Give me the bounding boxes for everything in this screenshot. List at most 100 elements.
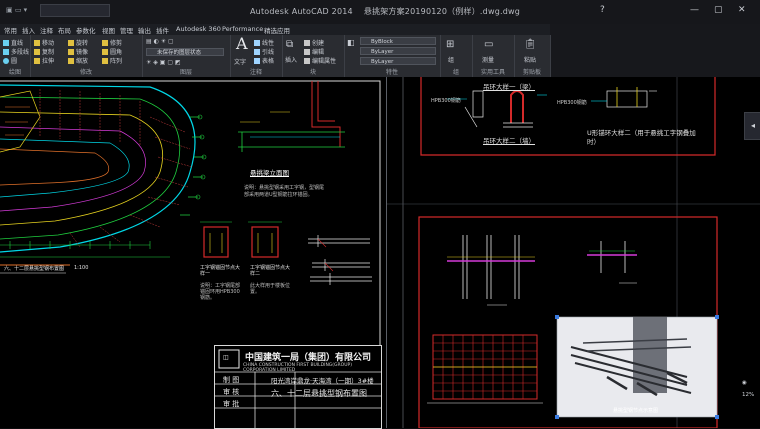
layer-properties-icon[interactable]: ▤ ◐ ☀ ▢ xyxy=(146,38,174,45)
text-icon[interactable]: A xyxy=(236,34,248,53)
table-icon xyxy=(254,58,260,64)
ribbon-group-label: 特性 xyxy=(385,69,398,76)
stretch-button[interactable]: 拉伸 xyxy=(34,56,54,65)
ribbon-tabs: 常用 插入 注释 布局 参数化 视图 管理 输出 插件 Autodesk 360… xyxy=(0,24,760,35)
measure-button[interactable]: 测量 xyxy=(482,57,495,64)
paste-button[interactable]: 粘贴 xyxy=(524,57,537,64)
circle-button[interactable]: 圆 xyxy=(3,56,17,65)
title-bar: ▣ ▭ ▾ Autodesk AutoCAD 2014 悬挑架方案2019012… xyxy=(0,0,760,24)
layer-state-dropdown[interactable]: 未保存的图层状态 xyxy=(146,48,224,56)
quick-access-icon[interactable]: ▣ ▭ ▾ xyxy=(6,6,28,14)
copy-button[interactable]: 复制 xyxy=(34,47,54,56)
circle-icon xyxy=(3,58,9,64)
ribbon-group-block: ⧉ 插入 创建 编辑 编辑属性 块 xyxy=(282,35,345,77)
detail-2-title: 工字钢锚固节点大样二 xyxy=(250,265,291,277)
insert-block-icon[interactable]: ⧉ xyxy=(286,39,294,50)
table-button[interactable]: 表格 xyxy=(254,56,274,65)
scale-button[interactable]: 缩放 xyxy=(68,56,88,65)
ribbon-group-annotation: A 文字 线性 引线 表格 注释 xyxy=(230,34,283,77)
stretch-icon xyxy=(34,58,40,64)
floor-plan xyxy=(0,84,207,266)
help-icon[interactable]: ? xyxy=(600,5,605,15)
rotate-button[interactable]: 旋转 xyxy=(68,38,88,47)
tab-autodesk-360[interactable]: Autodesk 360 xyxy=(176,25,221,33)
layer-tools-icon[interactable]: ☀ ◈ ▣ ▢ ◩ xyxy=(146,59,181,66)
edit-block-button[interactable]: 编辑 xyxy=(304,47,324,56)
tab-home[interactable]: 常用 xyxy=(4,27,17,35)
leader-button[interactable]: 引线 xyxy=(254,47,274,56)
measure-icon[interactable]: ▭ xyxy=(484,39,494,50)
fillet-button[interactable]: 圆角 xyxy=(102,47,122,56)
create-block-button[interactable]: 创建 xyxy=(304,38,324,47)
array-button[interactable]: 阵列 xyxy=(102,56,122,65)
row-label-approver: 审 批 xyxy=(223,400,240,408)
ribbon-group-label: 修改 xyxy=(79,69,92,76)
tab-plugins[interactable]: 插件 xyxy=(156,27,169,35)
minimize-icon[interactable]: — xyxy=(690,5,699,15)
beam-grid-plan xyxy=(427,334,543,404)
trim-icon xyxy=(102,40,108,46)
tab-annotate[interactable]: 注释 xyxy=(40,27,53,35)
color-dropdown[interactable]: ByBlock xyxy=(360,37,436,45)
group-button[interactable]: 组 xyxy=(448,57,455,64)
detail-a-title: 吊环大样一（梁） xyxy=(483,83,535,91)
section-note: 说明：悬挑型钢采用工字钢，型钢尾部采用两道U型钢筋拉环锚固。 xyxy=(244,185,325,198)
line-button[interactable]: 直线 xyxy=(3,38,23,47)
scaffold-elevation xyxy=(447,235,535,306)
anchor-detail-1 xyxy=(200,221,232,258)
render-view[interactable] xyxy=(555,315,719,419)
sheet-border xyxy=(0,80,381,428)
connection-detail xyxy=(587,241,637,284)
plan-scale: 1:100 xyxy=(74,265,89,271)
tab-manage[interactable]: 管理 xyxy=(120,27,133,35)
tab-output[interactable]: 输出 xyxy=(138,27,151,35)
move-icon xyxy=(34,40,40,46)
polyline-button[interactable]: 多段线 xyxy=(3,47,29,56)
drawing-viewport-right[interactable]: 吊环大样一（梁） 吊环大样二（墙） U形锚环大样二（用于悬挑工字钢叠加时） HP… xyxy=(386,77,760,428)
tab-layout[interactable]: 布局 xyxy=(58,27,71,35)
company-name-cn: 中国建筑一局（集团）有限公司 xyxy=(245,353,372,363)
lifting-ring-detail-wall xyxy=(503,90,547,128)
tab-performance[interactable]: Performance xyxy=(222,25,264,33)
linetype-dropdown[interactable]: ByLayer xyxy=(360,47,436,55)
match-properties-icon[interactable]: ◧ xyxy=(347,38,355,47)
section-title: 悬挑梁立面图 xyxy=(250,169,289,177)
detail-frame-top xyxy=(420,77,716,156)
tab-featured-apps[interactable]: 精选应用 xyxy=(264,27,290,35)
tab-insert[interactable]: 插入 xyxy=(22,27,35,35)
ribbon-group-utilities: ▭ 测量 实用工具 xyxy=(472,35,515,77)
ribbon-group-label: 实用工具 xyxy=(480,69,505,76)
row-label-drafter: 制 图 xyxy=(223,376,240,384)
ribbon-group-properties: ◧ ByBlock ByLayer ByLayer 特性 xyxy=(344,35,441,77)
polyline-icon xyxy=(3,49,9,55)
maximize-icon[interactable]: ▢ xyxy=(714,5,723,15)
tab-parametric[interactable]: 参数化 xyxy=(76,27,96,35)
drawing-viewport-left[interactable]: 六、十二层悬挑型钢布置图 1:100 悬挑梁立面图 说明：悬挑型钢采用工字钢，型… xyxy=(0,77,386,429)
scale-icon xyxy=(68,58,74,64)
edit-attributes-button[interactable]: 编辑属性 xyxy=(304,56,336,65)
tab-view[interactable]: 视图 xyxy=(102,27,115,35)
viewcube-icon[interactable]: ◂ xyxy=(744,112,760,140)
render-caption: 悬挑型钢节点示意图 xyxy=(613,408,659,414)
move-button[interactable]: 移动 xyxy=(34,38,54,47)
search-input[interactable] xyxy=(40,4,110,17)
title-block-grid xyxy=(215,349,381,428)
lineweight-dropdown[interactable]: ByLayer xyxy=(360,57,436,65)
mirror-button[interactable]: 镜像 xyxy=(68,47,88,56)
close-icon[interactable]: ✕ xyxy=(738,5,746,15)
rotate-icon xyxy=(68,40,74,46)
group-icon[interactable]: ⊞ xyxy=(446,39,455,50)
cantilever-section xyxy=(238,81,345,152)
detail-c-title: U形锚环大样二（用于悬挑工字钢叠加时） xyxy=(587,129,696,146)
insert-block-button[interactable]: 插入 xyxy=(285,57,298,64)
drawing-name: 六、十二层悬挑型钢布置图 xyxy=(271,389,367,398)
array-icon xyxy=(102,58,108,64)
paste-icon[interactable]: 📋︎ xyxy=(524,39,537,50)
trim-button[interactable]: 修剪 xyxy=(102,38,122,47)
create-block-icon xyxy=(304,40,310,46)
navigation-icon[interactable]: ◉ xyxy=(742,380,747,386)
text-button[interactable]: 文字 xyxy=(234,59,247,66)
dimension-linear-button[interactable]: 线性 xyxy=(254,38,274,47)
ribbon-group-label: 注释 xyxy=(249,69,262,76)
copy-icon xyxy=(34,49,40,55)
